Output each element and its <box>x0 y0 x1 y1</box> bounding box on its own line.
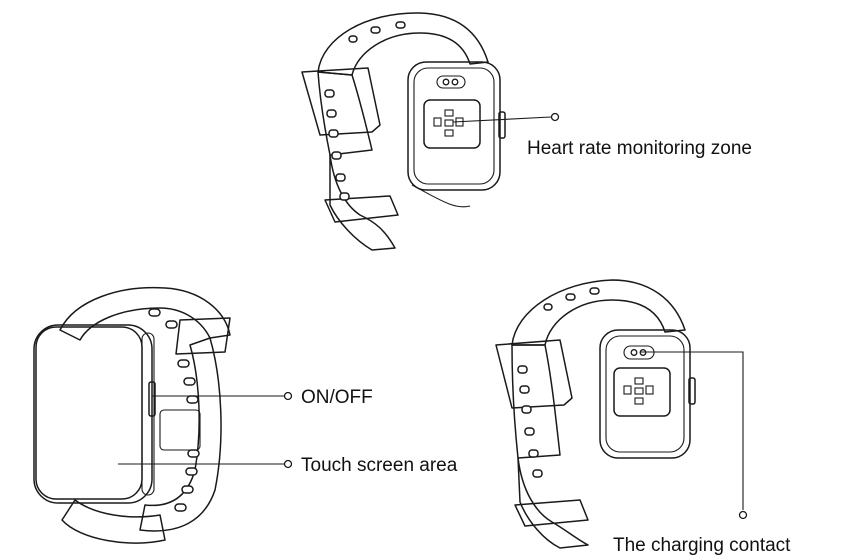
label-on-off: ON/OFF <box>301 387 373 408</box>
label-charging: The charging contact <box>613 535 791 556</box>
strap-loop-right <box>495 339 573 409</box>
label-touch-screen: Touch screen area <box>301 455 458 476</box>
strap-keeper-front <box>175 317 231 355</box>
watch-case-right <box>599 329 691 459</box>
watch-case-inner-right <box>605 335 685 453</box>
strap-holes-front <box>148 308 200 512</box>
strap-lower <box>329 154 396 251</box>
callout-heart-rate: Heart rate monitoring zone <box>452 112 752 159</box>
side-button-right <box>688 377 696 405</box>
strap-holes-right <box>517 287 600 478</box>
strap-holes <box>324 21 406 201</box>
watch-case <box>407 61 501 191</box>
watch-case-inner <box>413 67 495 185</box>
leader-end-charging <box>738 510 748 520</box>
case-side <box>141 332 155 496</box>
strap-inner-curve <box>411 184 471 208</box>
strap-loop <box>301 67 381 136</box>
watch-back-right <box>495 279 696 549</box>
heart-rate-sensor-right <box>613 367 671 417</box>
leader-end-on-off <box>283 391 293 401</box>
strap-upper <box>317 12 489 76</box>
strap-lug <box>159 409 201 451</box>
strap-keeper-right <box>514 499 589 527</box>
leader-line-heart-rate <box>452 116 552 123</box>
strap-band-right <box>511 344 561 459</box>
watch-back-top <box>301 12 506 251</box>
charging-contacts <box>623 345 655 360</box>
leader-end-heart-rate <box>550 112 560 122</box>
watch-front-left <box>33 286 231 544</box>
side-button <box>498 111 506 139</box>
label-heart-rate: Heart rate monitoring zone <box>527 138 752 159</box>
charging-pins-top <box>436 75 466 89</box>
leader-end-touch-screen <box>283 459 293 469</box>
watch-case-front <box>33 324 153 504</box>
strap-back <box>59 286 231 341</box>
callout-touch-screen: Touch screen area <box>118 455 458 476</box>
touch-screen <box>35 326 143 500</box>
strap-right-band <box>139 337 222 532</box>
strap-band-mid <box>317 71 373 156</box>
strap-front-lower <box>61 499 166 544</box>
callout-on-off: ON/OFF <box>152 387 373 408</box>
heart-rate-sensor <box>423 99 481 149</box>
strap-keeper <box>324 195 399 223</box>
callout-charging: The charging contact <box>613 351 791 556</box>
on-off-button <box>148 381 156 417</box>
strap-upper-right <box>511 279 686 346</box>
leader-line-charging <box>640 351 744 510</box>
strap-lower-right <box>517 457 589 549</box>
